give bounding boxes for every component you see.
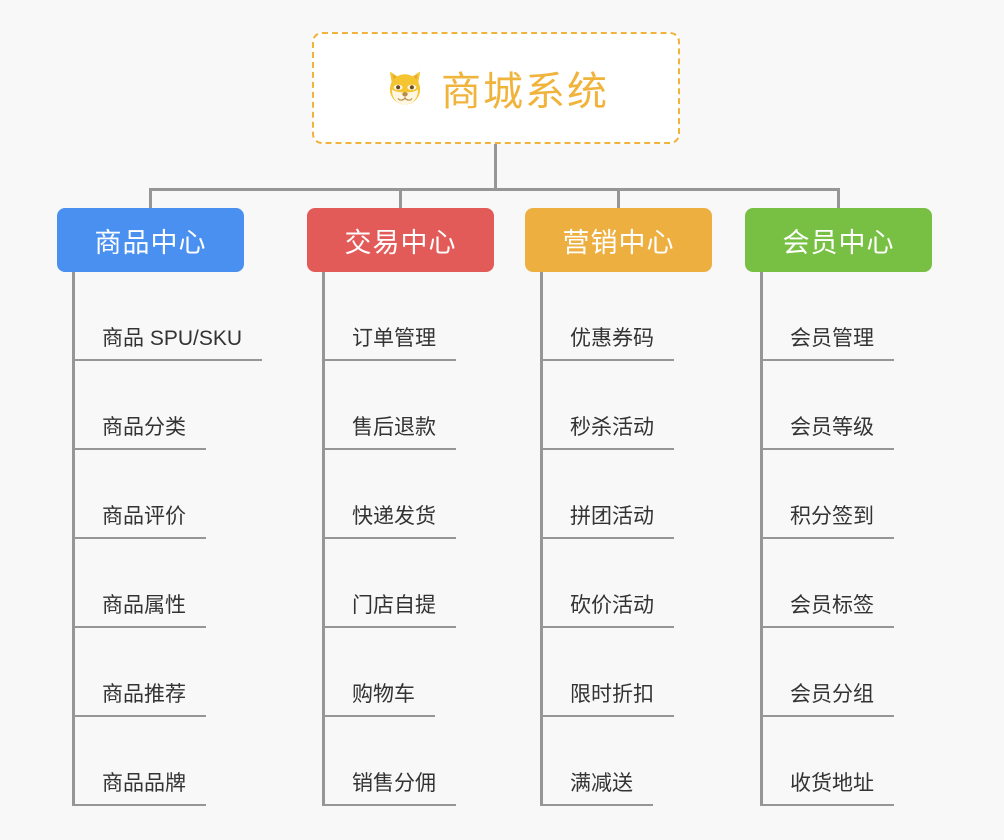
leaf-item-label: 砍价活动 [570,594,654,617]
leaf-column-4: 会员管理会员等级积分签到会员标签会员分组收货地址 [760,272,920,806]
leaf-underline [322,626,456,628]
leaf-underline [322,537,456,539]
leaf-underline [72,715,206,717]
leaf-spine [760,272,763,806]
leaf-underline [540,626,674,628]
leaf-item-label: 会员管理 [790,327,874,350]
category-label: 营销中心 [562,227,675,258]
leaf-item-label: 门店自提 [352,594,436,617]
category-box-2[interactable]: 交易中心 [307,208,494,272]
connector-drop-2 [399,188,402,208]
leaf-item[interactable]: 商品推荐 [72,628,277,717]
leaf-item[interactable]: 销售分佣 [322,717,482,806]
leaf-column-3: 优惠券码秒杀活动拼团活动砍价活动限时折扣满减送 [540,272,700,806]
category-box-3[interactable]: 营销中心 [525,208,712,272]
leaf-underline [322,359,456,361]
leaf-item-label: 商品 SPU/SKU [102,327,243,350]
leaf-item-label: 订单管理 [352,327,436,350]
connector-bus [150,188,840,191]
leaf-item[interactable]: 商品属性 [72,539,277,628]
root-title: 商城系统 [441,70,609,114]
leaf-item[interactable]: 商品 SPU/SKU [72,272,277,361]
leaf-item[interactable]: 积分签到 [760,450,920,539]
leaf-underline [322,448,456,450]
leaf-underline [760,715,894,717]
leaf-spine [540,272,543,806]
leaf-item[interactable]: 满减送 [540,717,700,806]
leaf-underline [760,537,894,539]
leaf-item[interactable]: 商品品牌 [72,717,277,806]
leaf-spine [72,272,75,806]
leaf-item-label: 售后退款 [352,416,436,439]
leaf-column-2: 订单管理售后退款快递发货门店自提购物车销售分佣 [322,272,482,806]
leaf-item[interactable]: 会员标签 [760,539,920,628]
leaf-item[interactable]: 商品评价 [72,450,277,539]
shiba-dog-face-icon [383,66,427,110]
leaf-underline [72,537,206,539]
leaf-underline [540,804,653,806]
leaf-item-label: 商品品牌 [102,772,186,795]
leaf-underline [760,626,894,628]
category-box-1[interactable]: 商品中心 [57,208,244,272]
leaf-underline [72,626,206,628]
leaf-underline [72,804,206,806]
leaf-underline [760,448,894,450]
leaf-item[interactable]: 门店自提 [322,539,482,628]
leaf-item-label: 满减送 [570,772,633,795]
category-label: 交易中心 [344,227,457,258]
leaf-item[interactable]: 会员管理 [760,272,920,361]
connector-root-stem [494,144,497,190]
leaf-item[interactable]: 秒杀活动 [540,361,700,450]
leaf-item-label: 收货地址 [790,772,874,795]
leaf-item-label: 拼团活动 [570,505,654,528]
leaf-item-label: 限时折扣 [570,683,654,706]
leaf-item-label: 商品评价 [102,505,186,528]
leaf-underline [322,804,456,806]
connector-drop-1 [149,188,152,208]
leaf-item-label: 会员等级 [790,416,874,439]
leaf-column-1: 商品 SPU/SKU 商品分类商品评价商品属性商品推荐商品品牌 [72,272,277,806]
leaf-underline [540,715,674,717]
leaf-item-label: 优惠券码 [570,327,654,350]
connector-drop-4 [837,188,840,208]
category-label: 商品中心 [94,227,207,258]
leaf-item-label: 会员标签 [790,594,874,617]
leaf-item-label: 购物车 [352,683,415,706]
leaf-item-label: 积分签到 [790,505,874,528]
leaf-item[interactable]: 快递发货 [322,450,482,539]
leaf-underline [322,715,435,717]
leaf-spine [322,272,325,806]
leaf-item[interactable]: 订单管理 [322,272,482,361]
leaf-item[interactable]: 拼团活动 [540,450,700,539]
leaf-item[interactable]: 限时折扣 [540,628,700,717]
leaf-item-label: 销售分佣 [352,772,436,795]
leaf-item-label: 商品属性 [102,594,186,617]
leaf-underline [540,359,674,361]
leaf-underline [760,804,894,806]
leaf-item-label: 秒杀活动 [570,416,654,439]
leaf-item[interactable]: 商品分类 [72,361,277,450]
leaf-item-label: 商品推荐 [102,683,186,706]
leaf-underline [540,448,674,450]
leaf-item[interactable]: 砍价活动 [540,539,700,628]
leaf-item[interactable]: 会员等级 [760,361,920,450]
category-label: 会员中心 [782,227,895,258]
leaf-item-label: 会员分组 [790,683,874,706]
leaf-item[interactable]: 售后退款 [322,361,482,450]
leaf-underline [540,537,674,539]
leaf-underline [72,359,262,361]
leaf-underline [72,448,206,450]
leaf-item[interactable]: 购物车 [322,628,482,717]
leaf-underline [760,359,894,361]
connector-drop-3 [617,188,620,208]
category-box-4[interactable]: 会员中心 [745,208,932,272]
leaf-item[interactable]: 收货地址 [760,717,920,806]
leaf-item[interactable]: 会员分组 [760,628,920,717]
leaf-item[interactable]: 优惠券码 [540,272,700,361]
root-node[interactable]: 商城系统 [312,32,680,144]
leaf-item-label: 商品分类 [102,416,186,439]
leaf-item-label: 快递发货 [352,505,436,528]
